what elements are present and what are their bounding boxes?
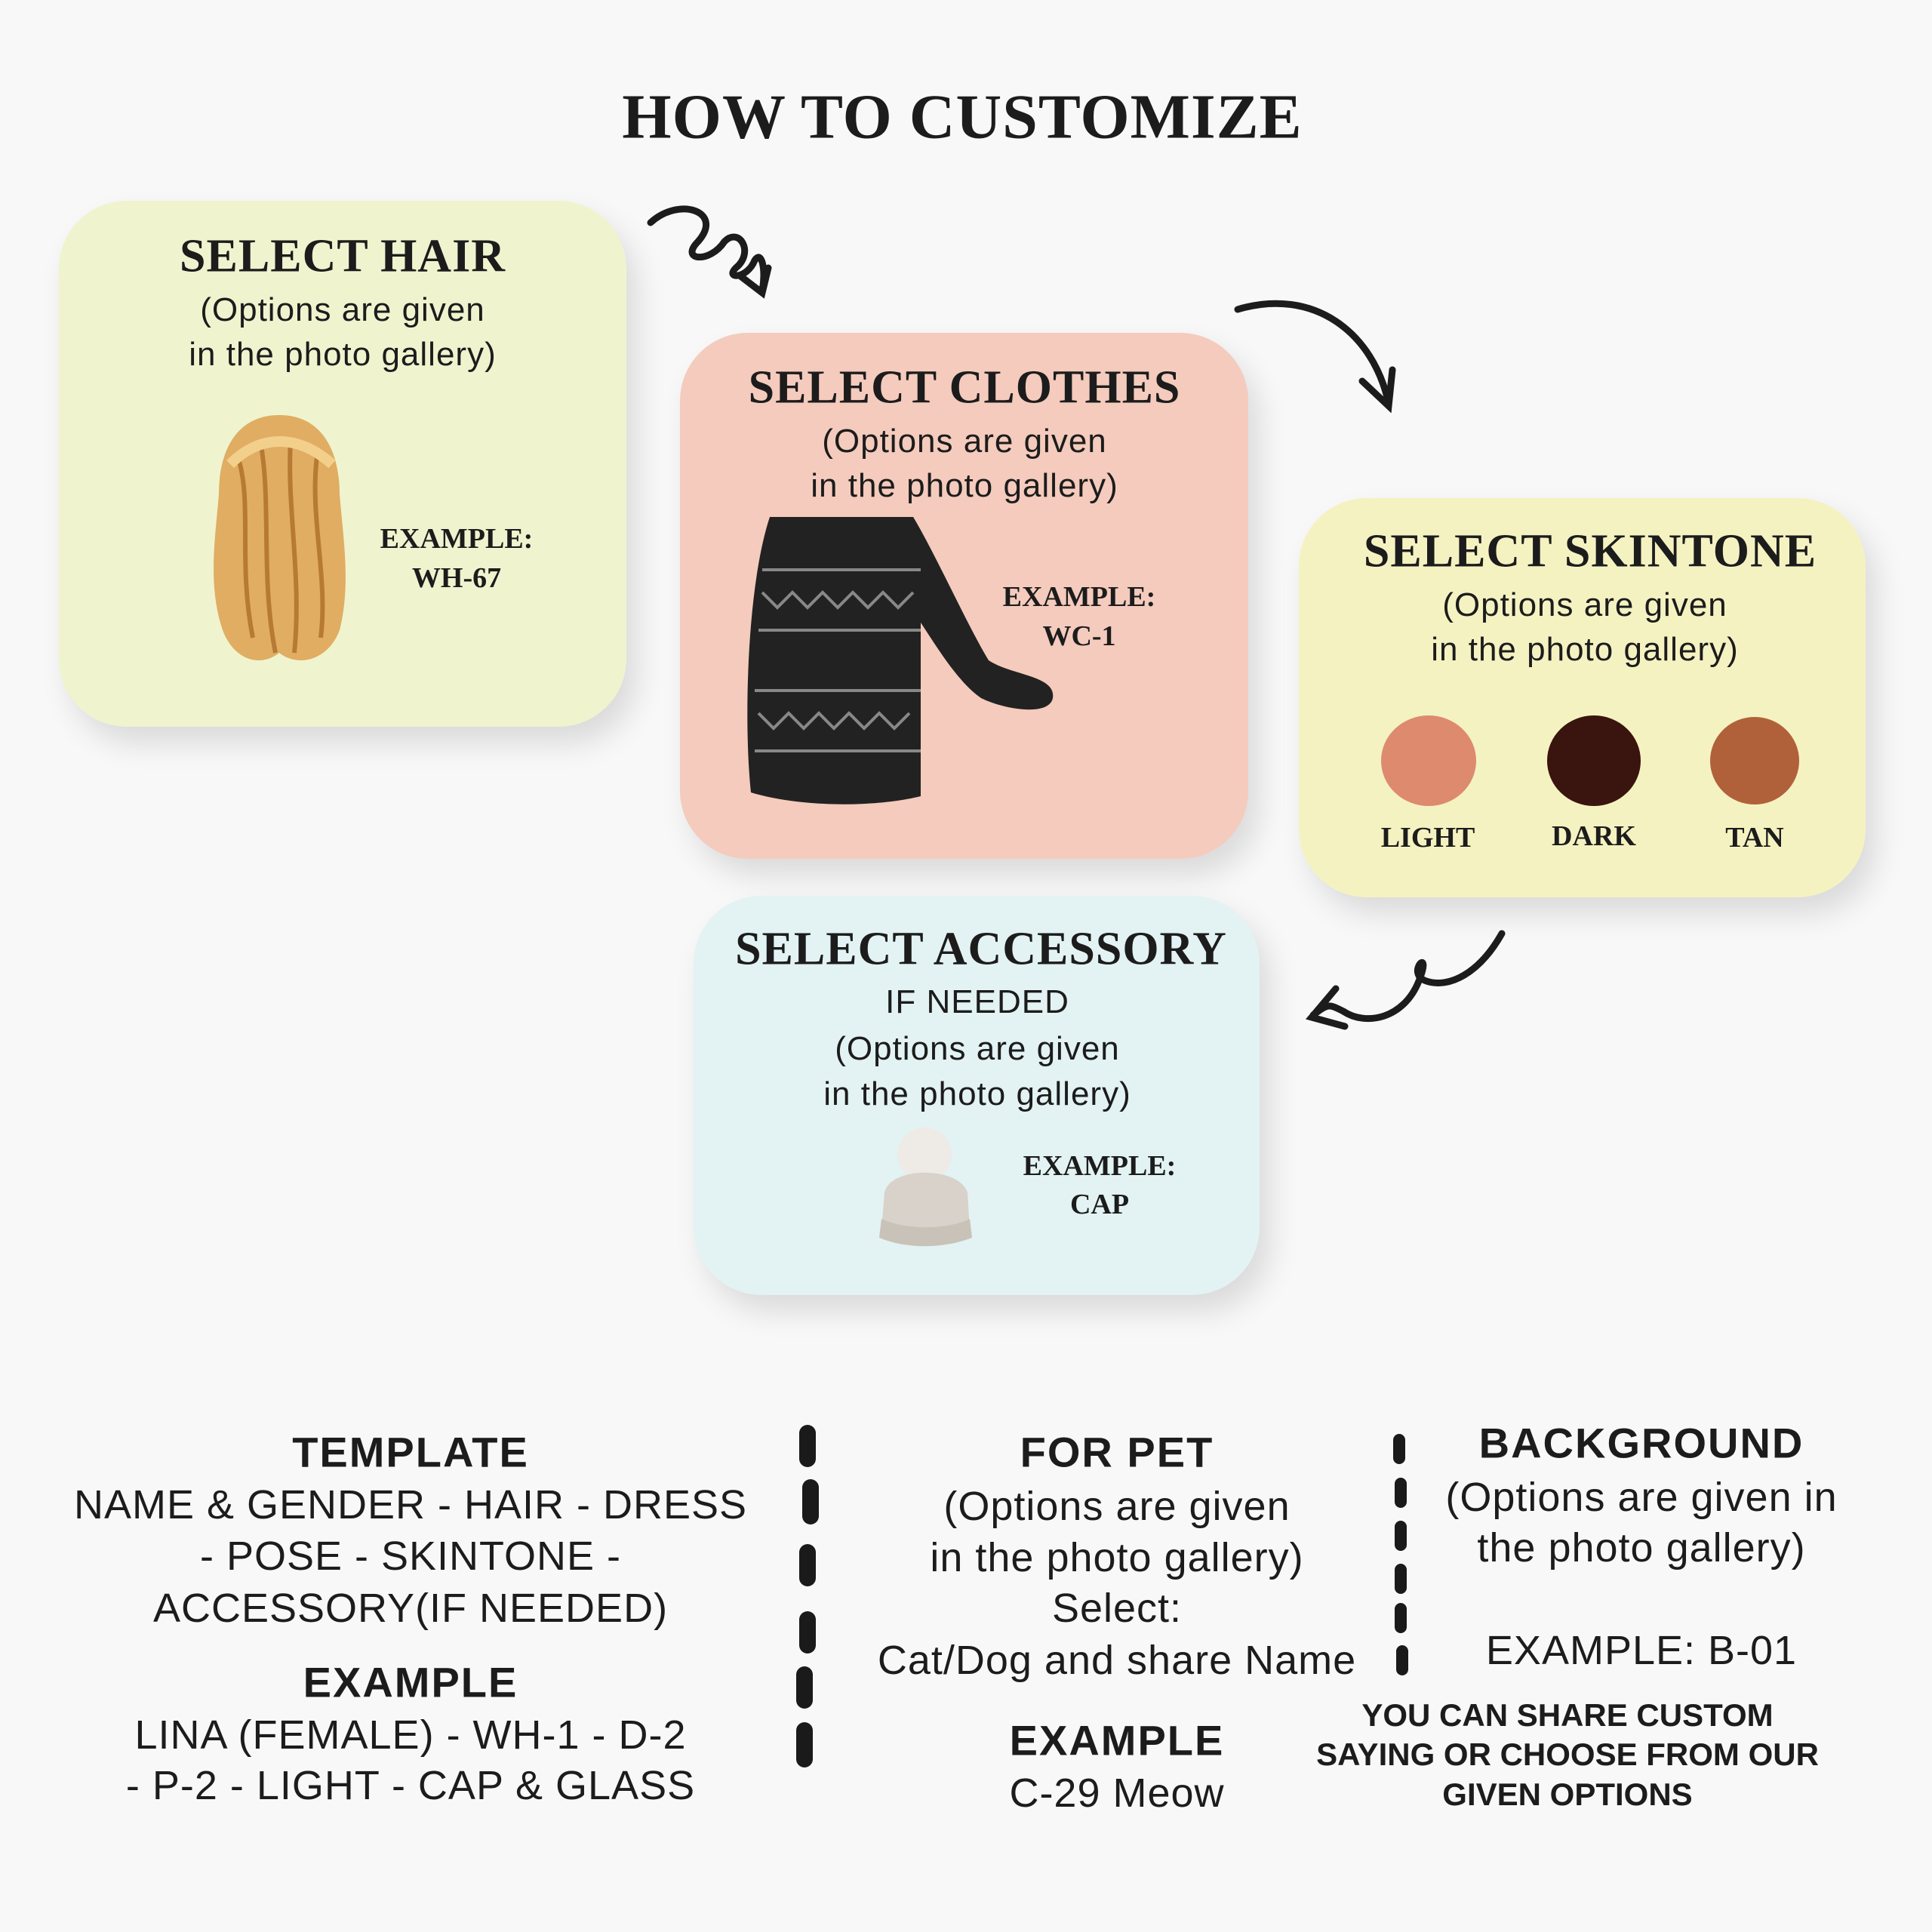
divider-dash: [796, 1666, 813, 1709]
divider-dash: [1395, 1521, 1407, 1551]
divider-dash: [799, 1544, 816, 1586]
template-line: ACCESSORY(IF NEEDED): [152, 1586, 669, 1631]
divider-dash: [1395, 1478, 1407, 1508]
divider-dash: [1395, 1603, 1407, 1633]
card-note: IF NEEDED: [885, 983, 1069, 1020]
arrowhead-icon: [1306, 985, 1349, 1030]
card-title: SELECT ACCESSORY: [735, 923, 1227, 975]
background-line: the photo gallery): [1477, 1525, 1806, 1571]
template-line: NAME & GENDER - HAIR - DRESS: [73, 1482, 748, 1527]
pet-line: Cat/Dog and share Name: [877, 1638, 1357, 1683]
divider-dash: [796, 1722, 813, 1767]
arrowhead-icon: [1358, 366, 1396, 414]
background-example: EXAMPLE: B-01: [1485, 1628, 1798, 1673]
example-value: WH-67: [411, 562, 502, 594]
divider-dash: [799, 1425, 816, 1467]
card-select-skintone: [1299, 498, 1866, 897]
wavy-arrow-icon: [1309, 930, 1506, 1023]
skintone-label-light: LIGHT: [1380, 822, 1475, 854]
card-subtitle: in the photo gallery): [811, 467, 1118, 504]
divider-dash: [799, 1611, 816, 1654]
curly-arrow-icon: [647, 205, 768, 294]
example-label: EXAMPLE:: [380, 523, 534, 555]
card-select-accessory: [694, 896, 1260, 1295]
background-line: (Options are given in: [1445, 1475, 1838, 1520]
card-subtitle: in the photo gallery): [189, 336, 497, 373]
card-title: SELECT CLOTHES: [748, 361, 1181, 414]
pet-example-heading: EXAMPLE: [1009, 1716, 1225, 1764]
curved-arrow-icon: [1234, 300, 1392, 408]
card-subtitle: (Options are given: [835, 1030, 1120, 1067]
card-title: SELECT HAIR: [180, 230, 506, 282]
hair-image: [214, 415, 346, 660]
divider-dash: [1393, 1434, 1405, 1464]
background-note: SAYING OR CHOOSE FROM OUR: [1316, 1737, 1819, 1772]
background-heading: BACKGROUND: [1478, 1419, 1804, 1467]
card-subtitle: (Options are given: [200, 291, 485, 328]
card-subtitle: (Options are given: [1442, 586, 1727, 623]
pet-line: Select:: [1051, 1586, 1183, 1631]
template-example-line: LINA (FEMALE) - WH-1 - D-2: [134, 1712, 687, 1758]
card-subtitle: in the photo gallery): [1431, 631, 1739, 668]
divider-dash: [1395, 1564, 1407, 1594]
example-label: EXAMPLE:: [1002, 581, 1156, 613]
skintone-swatch-dark[interactable]: [1547, 715, 1641, 806]
template-line: - POSE - SKINTONE -: [199, 1534, 622, 1579]
pet-heading: FOR PET: [1020, 1428, 1214, 1476]
skintone-swatch-tan[interactable]: [1710, 717, 1799, 804]
sweater-image: [747, 517, 1054, 804]
background-note: YOU CAN SHARE CUSTOM: [1361, 1697, 1774, 1733]
flow-arrows: [647, 205, 1506, 1030]
example-value: WC-1: [1042, 620, 1116, 652]
card-title: SELECT SKINTONE: [1363, 525, 1817, 577]
pet-line: in the photo gallery): [930, 1535, 1304, 1580]
pet-example-value: C-29 Meow: [1009, 1770, 1225, 1816]
background-note: GIVEN OPTIONS: [1442, 1777, 1693, 1812]
pet-line: (Options are given: [943, 1484, 1291, 1529]
card-select-hair: [59, 201, 626, 727]
template-example-heading: EXAMPLE: [303, 1658, 518, 1706]
example-label: EXAMPLE:: [1023, 1150, 1177, 1182]
arrowhead-icon: [736, 264, 772, 299]
template-heading: TEMPLATE: [292, 1428, 529, 1476]
card-subtitle: (Options are given: [822, 423, 1107, 460]
card-subtitle: in the photo gallery): [823, 1075, 1131, 1112]
page-title: HOW TO CUSTOMIZE: [622, 82, 1303, 152]
skintone-label-tan: TAN: [1725, 822, 1784, 854]
cap-image: [879, 1128, 972, 1247]
skintone-label-dark: DARK: [1552, 820, 1636, 852]
divider-dash: [1396, 1645, 1408, 1675]
example-value: CAP: [1069, 1189, 1130, 1220]
skintone-swatch-light[interactable]: [1381, 715, 1476, 806]
template-example-line: - P-2 - LIGHT - CAP & GLASS: [125, 1763, 696, 1808]
divider-dash: [802, 1479, 819, 1524]
